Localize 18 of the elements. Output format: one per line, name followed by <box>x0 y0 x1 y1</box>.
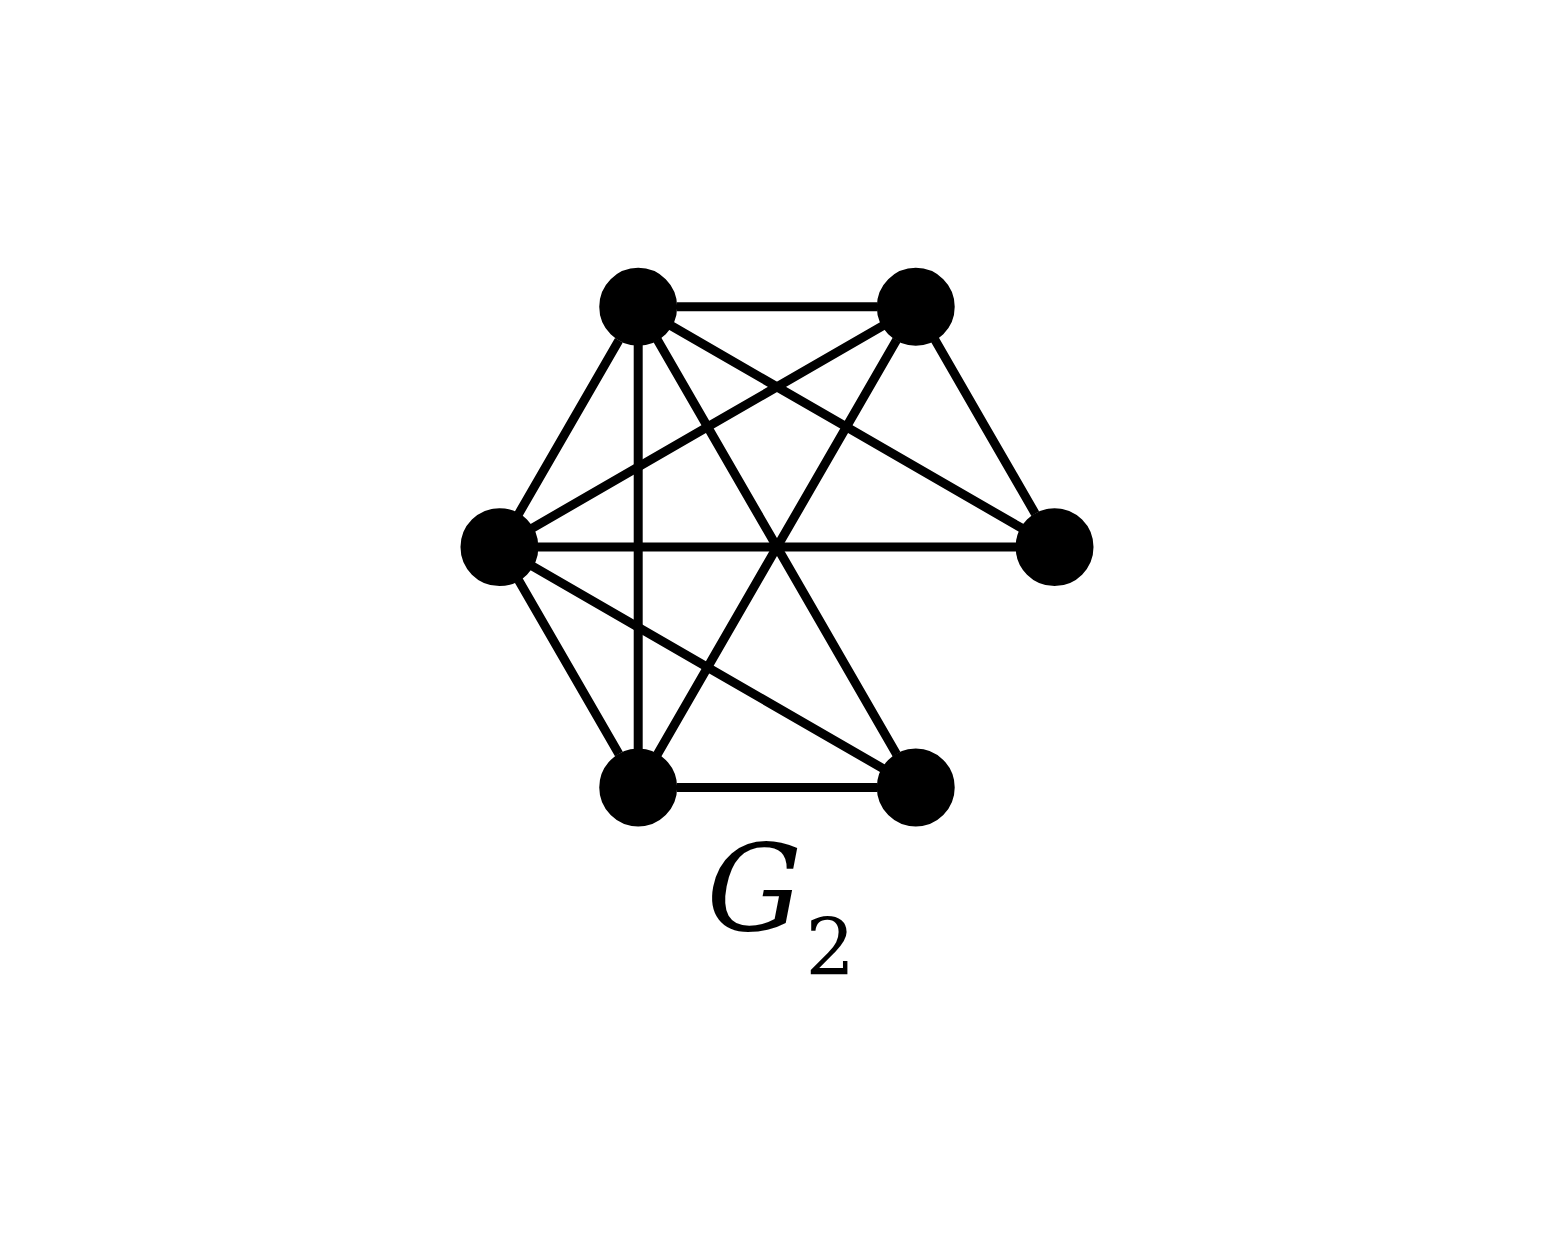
node-circle <box>876 267 955 346</box>
connector <box>676 782 877 792</box>
connector <box>514 337 623 517</box>
connector <box>676 302 877 312</box>
node-circle <box>598 748 677 827</box>
caption: G$_{2}$ <box>706 818 855 993</box>
connector <box>652 337 900 757</box>
connector <box>930 337 1039 516</box>
connector <box>529 321 885 533</box>
connector <box>514 578 623 757</box>
node-circle <box>598 267 677 346</box>
connector <box>537 542 1016 552</box>
node-circle <box>1015 508 1093 587</box>
node-circle <box>876 748 955 827</box>
connector <box>633 344 643 750</box>
connector <box>529 562 885 773</box>
connector <box>668 321 1024 533</box>
node-circle <box>460 508 538 587</box>
